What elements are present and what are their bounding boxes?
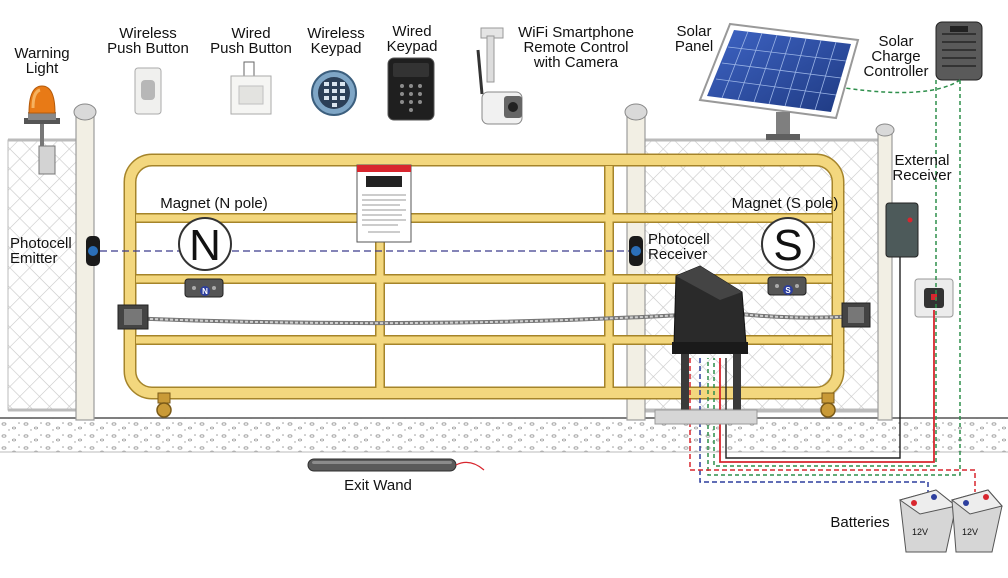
magnet-s-pole: S S [761, 217, 815, 296]
label-line: Wireless [119, 25, 177, 42]
label-line: Controller [863, 63, 929, 80]
label-line: Photocell [648, 231, 710, 248]
wifi-camera [476, 27, 523, 125]
label-line: Solar [878, 33, 914, 50]
label-line: Panel [674, 38, 714, 55]
label-line: Wired [392, 23, 432, 40]
wired-keypad [387, 57, 435, 121]
power-socket [914, 278, 954, 318]
warning-light [24, 85, 60, 175]
label-line: Receiver [892, 167, 952, 184]
external-receiver [885, 202, 919, 258]
ground [0, 417, 1008, 453]
label-photocell-emitter: Photocell Emitter [10, 236, 80, 266]
label-line: Warning [14, 45, 70, 62]
battery-voltage-label: 12V [962, 527, 978, 537]
label-wifi-camera: WiFi Smartphone Remote Control with Came… [508, 25, 644, 70]
label-batteries: Batteries [830, 514, 890, 531]
label-wireless-push-button: Wireless Push Button [100, 26, 196, 56]
label-photocell-receiver: Photocell Receiver [648, 232, 718, 262]
label-line: Emitter [10, 250, 58, 267]
exit-wand [307, 458, 485, 472]
label-wired-keypad: Wired Keypad [379, 24, 445, 54]
gate-motor [654, 265, 758, 425]
label-line: Solar [676, 23, 712, 40]
label-line: Push Button [107, 40, 189, 57]
label-line: Keypad [310, 40, 362, 57]
label-line: Receiver [648, 246, 708, 263]
battery-voltage-label: 12V [912, 527, 928, 537]
magnet-n-pole: N N [178, 217, 232, 298]
photocell-emitter [86, 236, 100, 266]
wired-push-button [230, 61, 272, 115]
left-fence [7, 103, 97, 421]
wireless-push-button [134, 67, 162, 115]
label-magnet-s: Magnet (S pole) [731, 195, 839, 212]
pole-n-letter: N [189, 221, 221, 270]
label-line: Keypad [386, 38, 438, 55]
battery: 12V [950, 489, 1003, 553]
pole-s-letter: S [773, 221, 802, 270]
label-line: with Camera [533, 54, 619, 71]
label-magnet-n: Magnet (N pole) [160, 195, 268, 212]
label-line: External [894, 152, 950, 169]
magnet-n-badge: N [202, 287, 208, 296]
label-line: Photocell [10, 235, 72, 252]
label-exit-wand: Exit Wand [344, 477, 412, 494]
label-line: Remote Control [523, 39, 629, 56]
photocell-receiver [629, 236, 643, 266]
label-line: Push Button [210, 40, 292, 57]
magnet-s-badge: S [785, 286, 791, 295]
battery: 12V [898, 489, 958, 553]
label-solar-charge-controller: Solar Charge Controller [858, 34, 934, 79]
solar-panel [698, 22, 860, 140]
label-warning-light: Warning Light [6, 46, 78, 76]
chain-bracket [117, 304, 149, 330]
label-external-receiver: External Receiver [884, 153, 960, 183]
chain-bracket [841, 302, 871, 328]
label-line: Wired [231, 25, 271, 42]
label-line: Charge [871, 48, 921, 65]
label-solar-panel: Solar Panel [666, 24, 722, 54]
gate-wheel [820, 392, 836, 418]
solar-charge-controller [935, 21, 983, 81]
label-wired-push-button: Wired Push Button [203, 26, 299, 56]
label-wireless-keypad: Wireless Keypad [300, 26, 372, 56]
drive-chain [117, 302, 871, 330]
warning-sign [356, 164, 412, 243]
gate-wheel [156, 392, 172, 418]
wireless-keypad [311, 70, 357, 116]
label-line: Wireless [307, 25, 365, 42]
label-line: Light [25, 60, 59, 77]
label-line: WiFi Smartphone [518, 24, 634, 41]
